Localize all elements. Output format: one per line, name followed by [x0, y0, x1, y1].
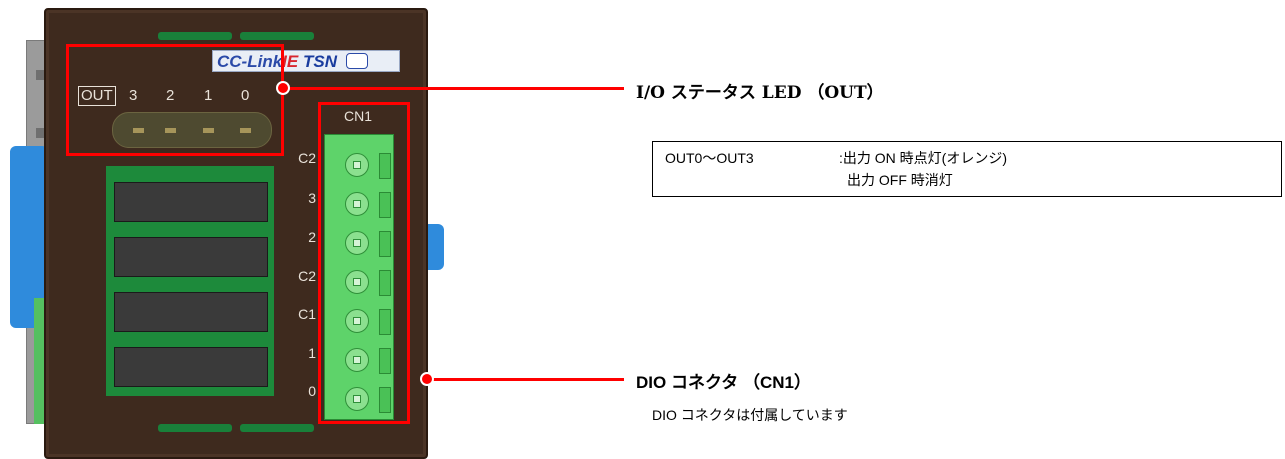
- led-callout-title: I/O ステータス LED （OUT）: [636, 78, 884, 103]
- led-out-label: OUT: [78, 86, 116, 106]
- terminal-clamp: [379, 387, 391, 413]
- led-bit-label: 0: [241, 87, 250, 104]
- led-bit-label: 3: [129, 87, 138, 104]
- rail-notch: [36, 128, 46, 138]
- relay: [114, 182, 268, 222]
- vent-slot: [158, 424, 232, 432]
- info-label: OUT0～OUT3: [665, 150, 754, 166]
- logo-prefix: CC-Link: [217, 52, 283, 71]
- terminal-clamp: [379, 153, 391, 179]
- logo-tsn: TSN: [302, 52, 337, 71]
- led-bit-label: 1: [204, 87, 213, 104]
- terminal-label: 1: [308, 345, 316, 361]
- status-led: [133, 128, 144, 133]
- out-info-table: OUT0～OUT3 :出力 ON 時点灯(オレンジ) 出力 OFF 時消灯: [652, 141, 1282, 197]
- connector-header-label: CN1: [344, 108, 373, 124]
- terminal-screw: [345, 387, 369, 411]
- connector-highlight-box: [318, 102, 410, 424]
- status-led: [240, 128, 251, 133]
- vent-slot: [240, 424, 314, 432]
- cc-link-ie-tsn-logo: CC-LinkIE TSN: [212, 50, 400, 72]
- device-illustration: CC-LinkIE TSN OUT 3 2 1 0 C2 3 2 C2 C1 1…: [0, 0, 444, 459]
- terminal-clamp: [379, 348, 391, 374]
- terminal-screw: [345, 192, 369, 216]
- terminal-clamp: [379, 231, 391, 257]
- terminal-clamp: [379, 270, 391, 296]
- led-highlight-box: [66, 44, 284, 156]
- info-line-on: :出力 ON 時点灯(オレンジ): [839, 150, 1007, 166]
- connector-leader-line: [428, 378, 624, 381]
- terminal-label: 3: [308, 190, 316, 206]
- terminal-clamp: [379, 309, 391, 335]
- connector-leader-dot: [420, 372, 434, 386]
- terminal-screw: [345, 270, 369, 294]
- terminal-label: C2: [298, 268, 316, 284]
- terminal-clamp: [379, 192, 391, 218]
- led-leader-dot: [276, 81, 290, 95]
- terminal-label: 2: [308, 229, 316, 245]
- relay-board: [106, 166, 274, 396]
- relay: [114, 347, 268, 387]
- vent-slot: [158, 32, 232, 40]
- connector-note: DIO コネクタは付属しています: [652, 407, 848, 423]
- terminal-label: C1: [298, 306, 316, 322]
- logo-ie: IE: [282, 52, 299, 71]
- led-leader-line: [284, 87, 624, 90]
- class-emblem-icon: [345, 53, 368, 69]
- info-line-off: 出力 OFF 時消灯: [847, 172, 953, 188]
- terminal-screw: [345, 348, 369, 372]
- status-led: [203, 128, 214, 133]
- relay: [114, 237, 268, 277]
- terminal-screw: [345, 231, 369, 255]
- terminal-screw: [345, 153, 369, 177]
- led-bit-label: 2: [166, 87, 175, 104]
- din-clip-left: [10, 146, 48, 328]
- led-callout-title-text: I/O ステータス LED （OUT）: [636, 83, 884, 103]
- connector-callout-title: DIO コネクタ （CN1）: [636, 373, 811, 392]
- terminal-screw: [345, 309, 369, 333]
- dio-connector: [324, 134, 394, 420]
- terminal-label: 0: [308, 383, 316, 399]
- relay: [114, 292, 268, 332]
- vent-slot: [240, 32, 314, 40]
- rail-notch: [36, 70, 46, 80]
- status-led: [165, 128, 176, 133]
- terminal-label: C2: [298, 150, 316, 166]
